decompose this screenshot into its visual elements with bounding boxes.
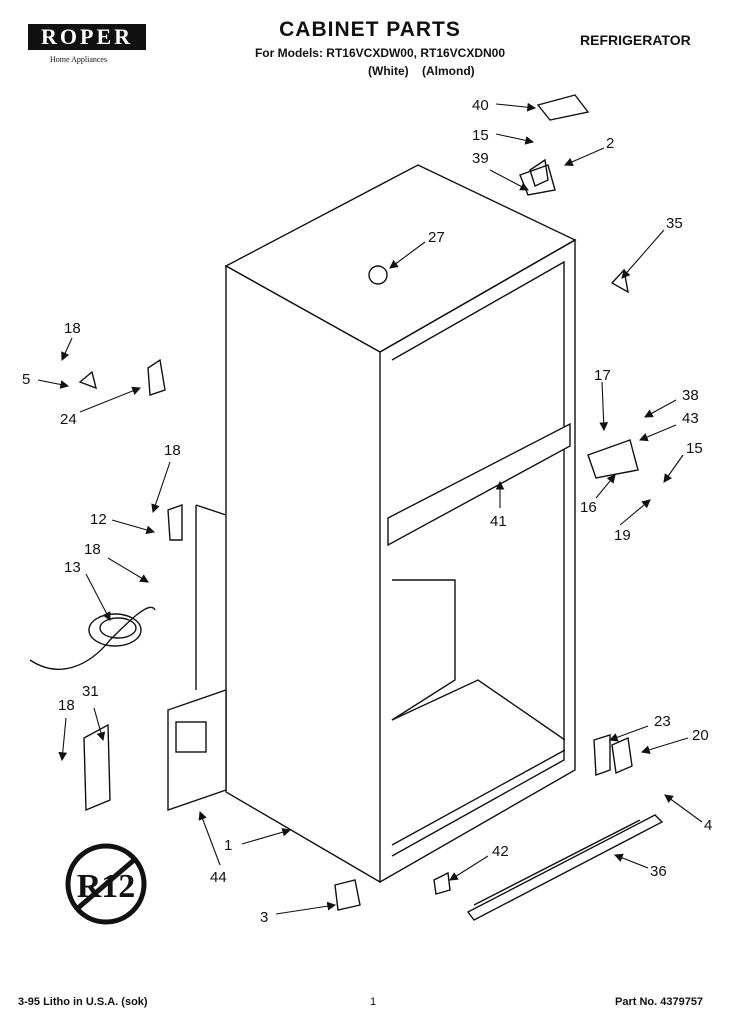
callout-18-mid: 18 (164, 442, 181, 459)
callout-2: 2 (606, 135, 614, 152)
callout-1: 1 (224, 837, 232, 854)
page-number: 1 (370, 996, 377, 1008)
callout-15-top: 15 (472, 127, 489, 144)
callout-16: 16 (580, 499, 597, 516)
badge-text: R12 (77, 868, 136, 905)
callout-38: 38 (682, 387, 699, 404)
callout-labels: 40 15 2 39 27 35 18 5 24 17 38 43 15 18 … (22, 97, 712, 926)
callout-18-upper: 18 (64, 320, 81, 337)
callout-40: 40 (472, 97, 489, 114)
callout-44: 44 (210, 869, 227, 886)
callout-24: 24 (60, 411, 77, 428)
r12-refrigerant-badge: R12 (65, 843, 147, 925)
litho-info: 3-95 Litho in U.S.A. (sok) (18, 996, 148, 1008)
models-line: For Models: RT16VCXDW00, RT16VCXDN00 (254, 46, 506, 60)
cabinet-outline (29, 94, 664, 921)
callout-31: 31 (82, 683, 99, 700)
callout-15-mid: 15 (686, 440, 703, 457)
callout-43: 43 (682, 410, 699, 427)
callout-39: 39 (472, 150, 489, 167)
leader-lines (37, 102, 703, 915)
callout-36: 36 (650, 863, 667, 880)
callout-5: 5 (22, 371, 30, 388)
brand-name: ROPER (28, 24, 146, 50)
callout-18-lower: 18 (58, 697, 75, 714)
brand-subtitle: Home Appliances (50, 55, 108, 64)
callout-19: 19 (614, 527, 631, 544)
callout-20: 20 (692, 727, 709, 744)
callout-18-cord: 18 (84, 541, 101, 558)
callout-41: 41 (490, 513, 507, 530)
color-variants: (White) (Almond) (368, 64, 475, 78)
product-category: REFRIGERATOR (580, 32, 691, 48)
callout-17: 17 (594, 367, 611, 384)
callout-27: 27 (428, 229, 445, 246)
page-title: CABINET PARTS (279, 18, 461, 41)
callout-13: 13 (64, 559, 81, 576)
callout-3: 3 (260, 909, 268, 926)
callout-23: 23 (654, 713, 671, 730)
callout-35: 35 (666, 215, 683, 232)
callout-12: 12 (90, 511, 107, 528)
roper-logo: ROPER Home Appliances (28, 24, 146, 68)
callout-4: 4 (704, 817, 712, 834)
callout-42: 42 (492, 843, 509, 860)
part-number: Part No. 4379757 (615, 996, 704, 1008)
